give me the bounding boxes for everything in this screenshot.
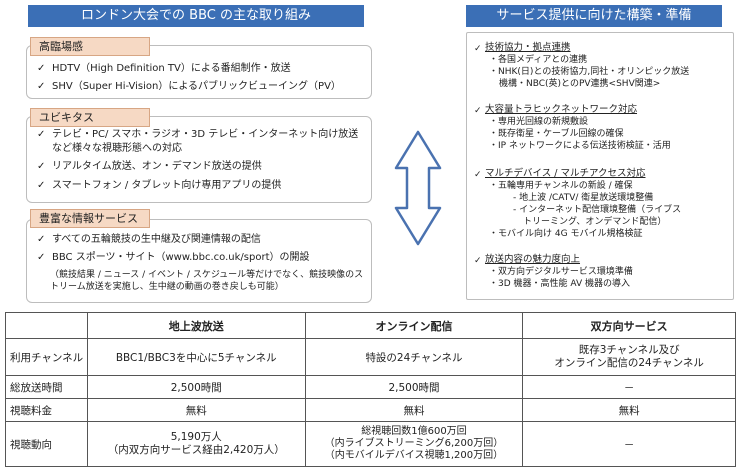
section-panel-2	[26, 116, 372, 203]
section-tag-1: 高臨場感	[30, 37, 150, 56]
right-heading: マルチデバイス / マルチアクセス対応	[485, 168, 646, 179]
check-icon: ✓	[474, 256, 482, 266]
bullet-icon: ・	[489, 141, 499, 151]
right-panel	[466, 32, 734, 300]
bullet-icon: ・	[489, 181, 499, 191]
right-line: ・五輪専用チャンネルの新設 / 確保	[489, 181, 633, 191]
table-cell: 既存3チャンネル及び オンライン配信の24チャンネル	[522, 338, 736, 376]
right-line: - 地上波 /CATV/ 衛星放送環境整備	[513, 193, 654, 203]
summary-table: 地上波放送 オンライン配信 双方向サービス 利用チャンネル BBC1/BBC3を…	[5, 312, 736, 467]
table-row: 総放送時間 2,500時間 2,500時間 －	[5, 375, 736, 399]
check-icon: ✓	[37, 63, 46, 74]
right-line: - インターネット配信環境整備（ライブス	[513, 205, 682, 215]
section-item: すべての五輪競技の生中継及び関連情報の配信	[52, 234, 261, 245]
section-note: （競技結果 / ニュース / イベント / スケジュール等だけでなく、競技映像の…	[50, 270, 364, 292]
check-icon: ✓	[37, 180, 46, 191]
bullet-icon: ・	[489, 267, 499, 277]
section-tag-3: 豊富な情報サービス	[30, 209, 150, 228]
table-cell: 無料	[304, 398, 524, 422]
check-icon: ✓	[37, 252, 46, 263]
table-cell: －	[522, 421, 736, 467]
bullet-icon: ・	[489, 67, 499, 77]
right-line: ・3D 機器・高性能 AV 機器の導入	[489, 279, 630, 289]
table-row-header: 利用チャンネル	[5, 338, 88, 376]
section-item: SHV（Super Hi-Vision）によるパブリックビューイング（PV）	[52, 81, 341, 92]
right-line: ・モバイル向け 4G モバイル規格検証	[489, 229, 643, 239]
double-arrow-icon	[394, 130, 442, 246]
bullet-icon: ・	[489, 279, 499, 289]
table-row: 視聴料金 無料 無料 無料	[5, 398, 736, 422]
right-line: ・各国メディアとの連携	[489, 55, 588, 65]
check-icon: ✓	[474, 106, 482, 116]
right-title: サービス提供に向けた構築・準備	[466, 5, 722, 27]
section-panel-3	[26, 219, 372, 303]
right-line: ・NHK(日)との技術協力,同社・オリンピック放送	[489, 67, 690, 77]
left-title: ロンドン大会での BBC の主な取り組み	[28, 5, 364, 27]
table-cell: 2,500時間	[304, 375, 524, 399]
right-line: 機構・NBC(英)とのPV連携<SHV関連>	[499, 79, 661, 89]
right-heading: 技術協力・拠点連携	[485, 42, 571, 53]
section-item: BBC スポーツ・サイト（www.bbc.co.uk/sport）の開設	[52, 252, 310, 263]
table-cell: 総視聴回数1億600万回 （内ライブストリーミング6,200万回） （内モバイル…	[304, 421, 524, 467]
table-header-cell: 双方向サービス	[522, 312, 736, 339]
table-row: 視聴動向 5,190万人 （内双方向サービス経由2,420万人） 総視聴回数1億…	[5, 421, 736, 467]
table-header-cell: 地上波放送	[86, 312, 306, 339]
right-heading: 放送内容の魅力度向上	[485, 254, 581, 265]
right-line: ・専用光回線の新規敷設	[489, 117, 589, 127]
table-row: 利用チャンネル BBC1/BBC3を中心に5チャンネル 特設の24チャンネル 既…	[5, 338, 736, 376]
bullet-icon: ・	[489, 55, 499, 65]
table-header-cell: オンライン配信	[304, 312, 524, 339]
table-cell: 5,190万人 （内双方向サービス経由2,420万人）	[86, 421, 306, 467]
check-icon: ✓	[37, 234, 46, 245]
right-line: ・IP ネットワークによる伝送技術検証・活用	[489, 141, 671, 151]
table-cell: BBC1/BBC3を中心に5チャンネル	[86, 338, 306, 376]
table-cell: 無料	[86, 398, 306, 422]
section-item: スマートフォン / タブレット向け専用アプリの提供	[52, 180, 282, 191]
right-line: ・双方向デジタルサービス環境準備	[489, 267, 633, 277]
table-cell: －	[522, 375, 736, 399]
section-item: リアルタイム放送、オン・デマンド放送の提供	[52, 161, 262, 172]
table-row-header: 視聴料金	[5, 398, 88, 422]
check-icon: ✓	[474, 44, 482, 54]
table-cell: 特設の24チャンネル	[304, 338, 524, 376]
check-icon: ✓	[37, 129, 46, 140]
right-line: トリーミング、オンデマンド配信）	[523, 217, 667, 227]
section-item: HDTV（High Definition TV）による番組制作・放送	[52, 63, 291, 74]
section-item: テレビ・PC/ スマホ・ラジオ・3D テレビ・インターネット向け放送など様々な視…	[52, 129, 359, 154]
check-icon: ✓	[37, 81, 46, 92]
table-row-header: 総放送時間	[5, 375, 88, 399]
table-header-corner	[5, 312, 88, 339]
table-row-header: 視聴動向	[5, 421, 88, 467]
bullet-icon: ・	[489, 229, 499, 239]
right-heading: 大容量トラヒックネットワーク対応	[485, 104, 638, 115]
right-line: ・既存衛星・ケーブル回線の確保	[489, 129, 624, 139]
bullet-icon: ・	[489, 129, 499, 139]
check-icon: ✓	[37, 161, 46, 172]
check-icon: ✓	[474, 170, 482, 180]
table-cell: 2,500時間	[86, 375, 306, 399]
bullet-icon: ・	[489, 117, 499, 127]
table-header-row: 地上波放送 オンライン配信 双方向サービス	[5, 312, 736, 339]
section-tag-2: ユビキタス	[30, 108, 150, 127]
table-cell: 無料	[522, 398, 736, 422]
